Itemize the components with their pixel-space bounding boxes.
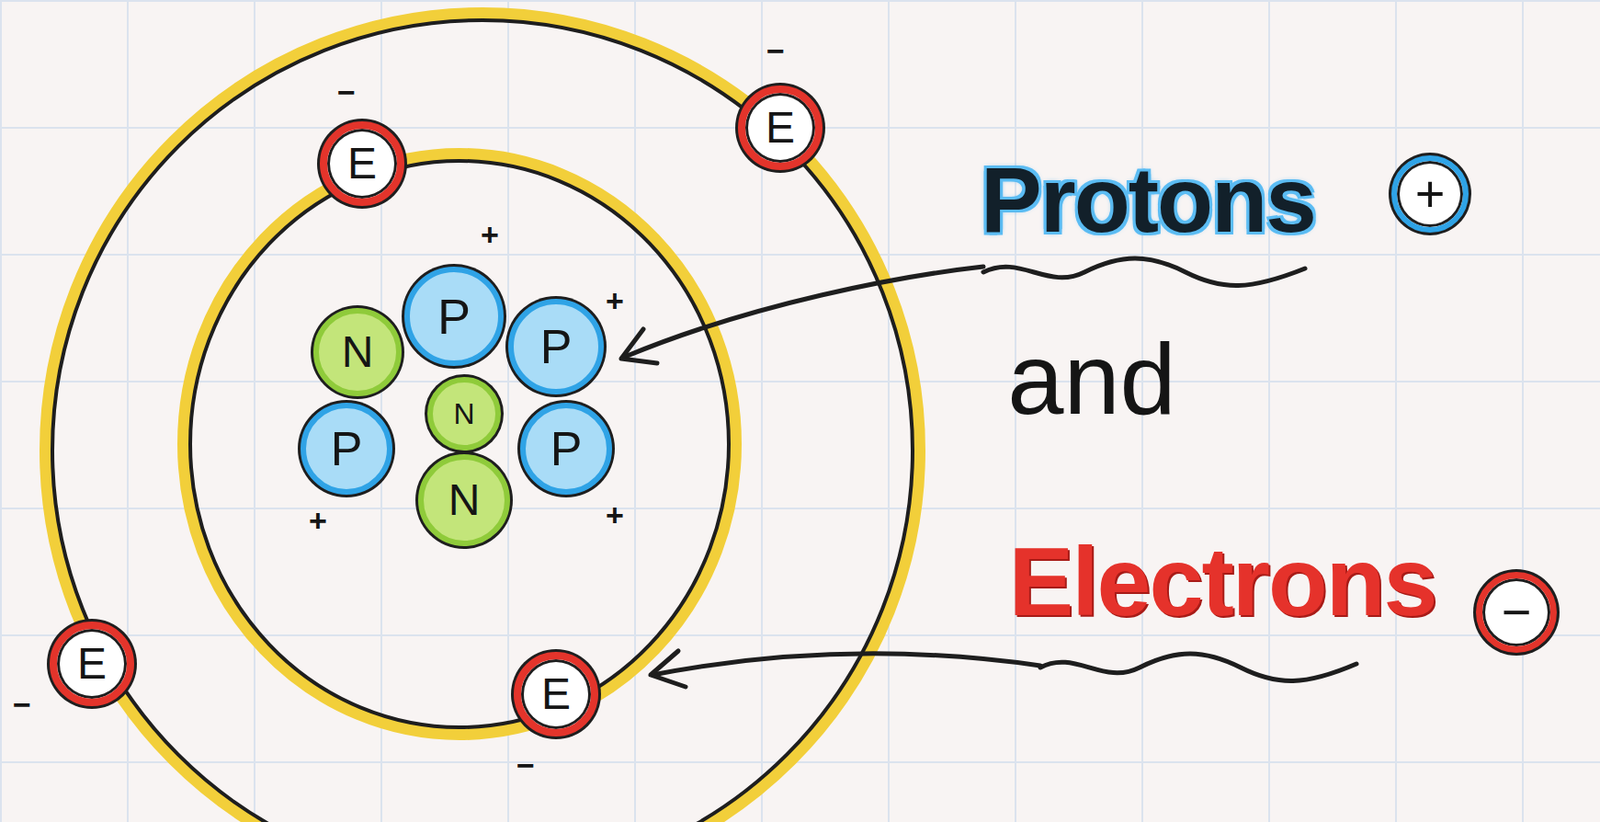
particle-letter: E xyxy=(541,671,571,716)
particle-letter: − xyxy=(1501,586,1532,638)
charge-sign: − xyxy=(766,34,785,67)
inner-orbit-line xyxy=(190,160,729,727)
neutron-circle: N xyxy=(313,307,402,397)
proton-circle: P xyxy=(404,266,504,366)
arrow-head xyxy=(650,650,686,687)
electron-circle: E xyxy=(513,651,599,737)
particle-letter: E xyxy=(765,105,795,150)
particle-letter: P xyxy=(540,322,573,371)
charge-sign: − xyxy=(12,688,32,720)
electron-circle: E xyxy=(319,121,405,206)
particle-letter: N xyxy=(448,477,481,522)
inner-orbit xyxy=(183,154,736,734)
particle-letter: E xyxy=(77,641,107,686)
charge-sign: + xyxy=(605,284,625,317)
minus-symbol: − xyxy=(1475,571,1557,653)
connector-word: and xyxy=(1007,328,1177,430)
heading-label: Electrons xyxy=(1008,532,1436,630)
proton-circle: P xyxy=(508,298,604,395)
charge-sign: − xyxy=(516,748,535,781)
neutron-circle: N xyxy=(418,453,511,546)
particle-letter: + xyxy=(1415,168,1446,220)
wavy-underline xyxy=(1040,653,1357,681)
particle-letter: N xyxy=(453,398,475,429)
electron-circle: E xyxy=(737,85,823,171)
charge-sign: + xyxy=(605,499,625,531)
heading-label: Protons xyxy=(980,153,1316,246)
particle-letter: P xyxy=(437,291,471,341)
particle-letter: E xyxy=(347,141,377,186)
charge-sign: + xyxy=(480,218,500,250)
proton-circle: P xyxy=(520,402,613,495)
particle-letter: P xyxy=(330,424,364,473)
arrow-head xyxy=(621,329,658,364)
particle-letter: N xyxy=(341,329,375,375)
electron-circle: E xyxy=(49,621,135,706)
plus-symbol: + xyxy=(1391,155,1470,234)
charge-sign: − xyxy=(337,76,356,108)
wavy-underline xyxy=(983,258,1305,286)
leader-arrow xyxy=(652,653,1041,675)
proton-circle: P xyxy=(300,402,393,495)
outer-orbit-line xyxy=(52,20,913,822)
particle-letter: P xyxy=(550,424,583,473)
neutron-circle: N xyxy=(427,376,501,451)
charge-sign: + xyxy=(308,504,328,536)
leader-arrow xyxy=(624,266,984,357)
outer-orbit xyxy=(45,13,920,822)
